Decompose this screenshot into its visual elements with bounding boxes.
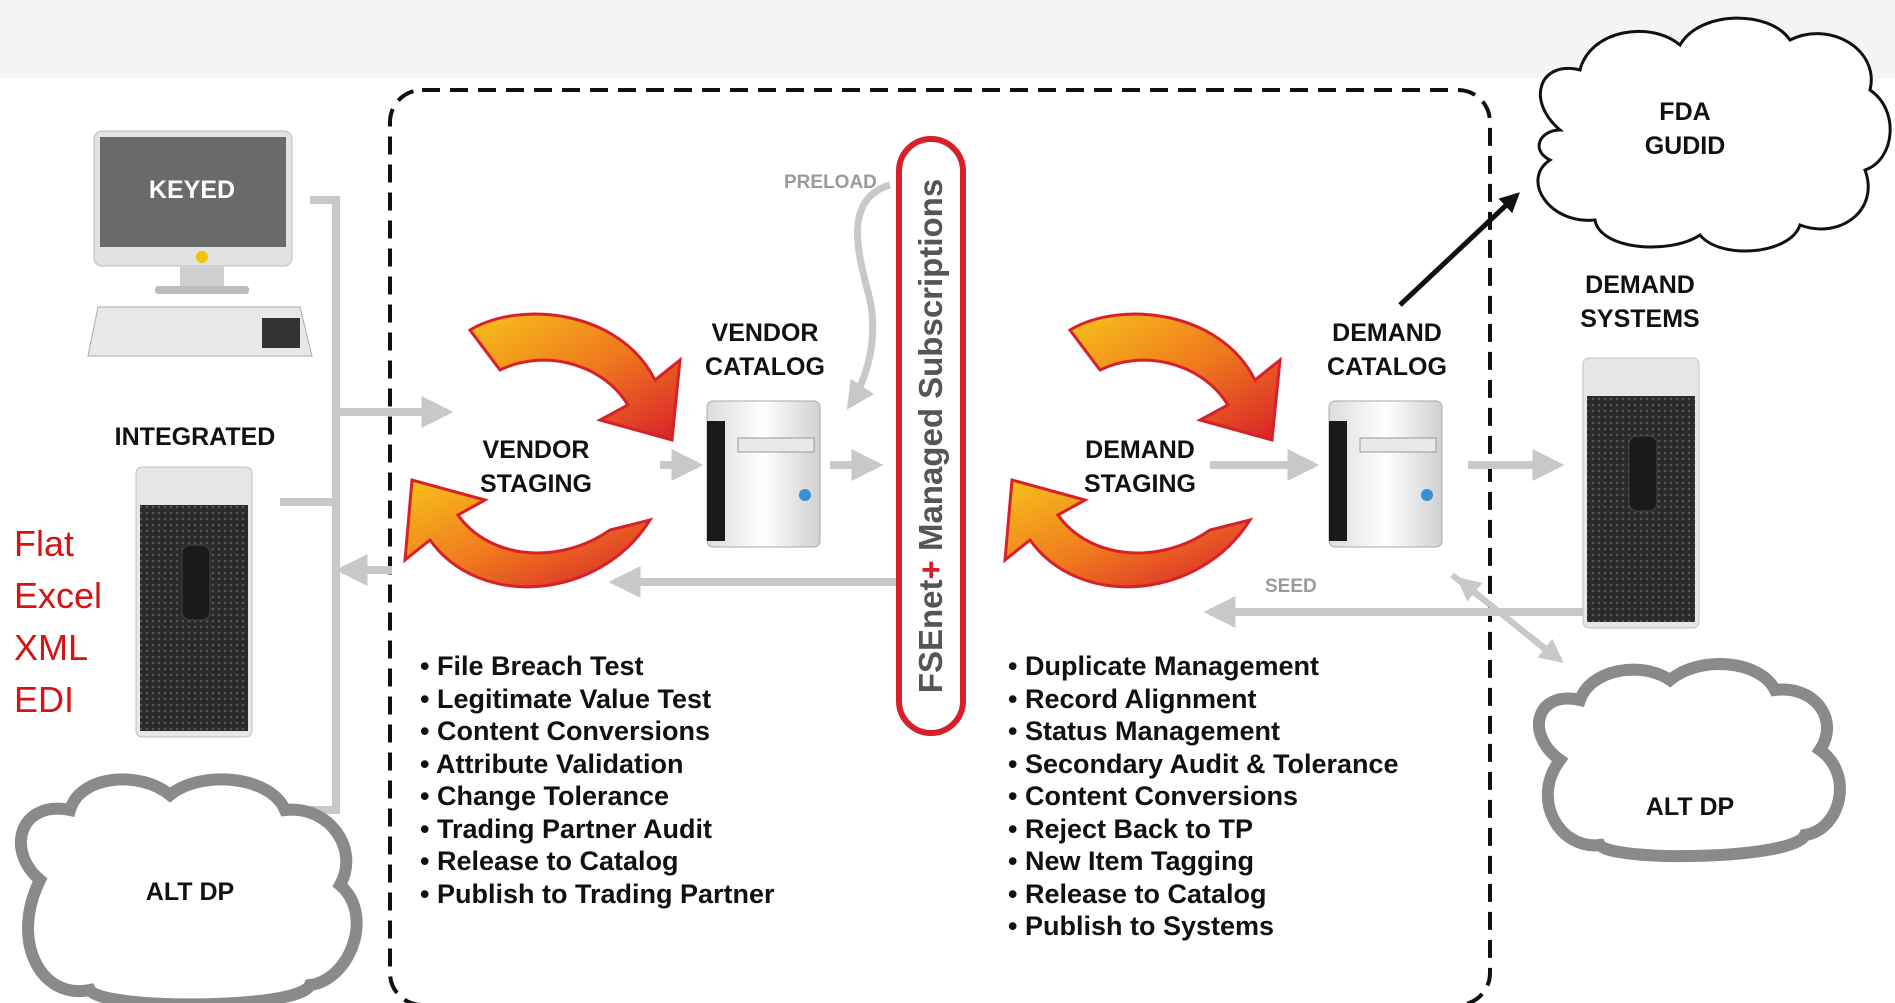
alt-dp-right-cloud <box>1532 658 1846 863</box>
subscriptions-pill <box>896 136 966 736</box>
fda-gudid-cloud <box>1536 16 1892 253</box>
list-item: Reject Back to TP <box>1008 813 1399 846</box>
demand-systems-line1: DEMAND <box>1585 271 1695 299</box>
demand-staging-line2: STAGING <box>1083 470 1197 498</box>
subscriptions-prefix: FSEnet <box>912 579 949 694</box>
alt-dp-right-label: ALT DP <box>1645 793 1735 821</box>
list-item: Secondary Audit & Tolerance <box>1008 748 1399 781</box>
demand-staging-label: DEMAND STAGING <box>1060 433 1220 501</box>
arrow-to-fda <box>1398 192 1520 307</box>
demand-systems-line2: SYSTEMS <box>1580 305 1700 333</box>
fda-line2: GUDID <box>1644 132 1726 160</box>
subscriptions-label: FSEnet+ Managed Subscriptions <box>906 136 956 736</box>
vendor-staging-cycle-icon <box>403 312 682 589</box>
seed-label: SEED <box>1265 576 1317 597</box>
list-item: Duplicate Management <box>1008 650 1399 683</box>
keyed-label: KEYED <box>148 176 236 204</box>
format-edi: EDI <box>14 679 75 720</box>
demand-checks-list: Duplicate Management Record Alignment St… <box>1008 650 1399 943</box>
vendor-staging-line1: VENDOR <box>482 436 590 464</box>
list-item: Content Conversions <box>420 715 775 748</box>
vendor-staging-label: VENDOR STAGING <box>456 433 616 501</box>
top-band <box>0 0 1895 78</box>
fda-gudid-label: FDA GUDID <box>1625 95 1745 163</box>
demand-catalog-line2: CATALOG <box>1327 353 1447 381</box>
list-item: Legitimate Value Test <box>420 683 775 716</box>
format-xml: XML <box>14 627 89 668</box>
demand-catalog-server-icon <box>1328 400 1443 548</box>
list-item: Change Tolerance <box>420 780 775 813</box>
vendor-catalog-line1: VENDOR <box>711 319 819 347</box>
list-item: Release to Catalog <box>420 845 775 878</box>
demand-systems-tower-icon <box>1582 357 1700 629</box>
list-item: Trading Partner Audit <box>420 813 775 846</box>
vendor-catalog-server-icon <box>706 400 821 548</box>
source-bracket <box>280 196 340 814</box>
list-item: Attribute Validation <box>420 748 775 781</box>
format-excel: Excel <box>14 575 103 616</box>
list-item: Release to Catalog <box>1008 878 1399 911</box>
alt-dp-left-label: ALT DP <box>145 878 235 906</box>
list-item: Publish to Trading Partner <box>420 878 775 911</box>
platform-boundary <box>388 88 1492 1003</box>
arrow-from-alt-dp-right <box>1456 576 1554 658</box>
vendor-staging-line2: STAGING <box>479 470 593 498</box>
list-item: Record Alignment <box>1008 683 1399 716</box>
demand-staging-line1: DEMAND <box>1085 436 1195 464</box>
alt-dp-left-cloud <box>14 773 363 1003</box>
list-item: File Breach Test <box>420 650 775 683</box>
list-item: Status Management <box>1008 715 1399 748</box>
vendor-catalog-label: VENDOR CATALOG <box>690 316 840 384</box>
list-item: Publish to Systems <box>1008 910 1399 943</box>
demand-catalog-line1: DEMAND <box>1332 319 1442 347</box>
vendor-checks-list: File Breach Test Legitimate Value Test C… <box>420 650 775 910</box>
subscriptions-plus: + <box>912 560 949 580</box>
list-item: Content Conversions <box>1008 780 1399 813</box>
integrated-tower-icon <box>135 466 253 738</box>
demand-catalog-label: DEMAND CATALOG <box>1312 316 1462 384</box>
preload-arrow <box>846 181 892 410</box>
format-flat: Flat <box>14 523 75 564</box>
preload-label: PRELOAD <box>784 172 877 193</box>
format-list: Flat Excel XML EDI <box>14 518 102 726</box>
list-item: New Item Tagging <box>1008 845 1399 878</box>
subscriptions-suffix: Managed Subscriptions <box>912 178 949 561</box>
demand-systems-label: DEMAND SYSTEMS <box>1560 268 1720 336</box>
fda-line1: FDA <box>1659 98 1711 126</box>
integrated-label: INTEGRATED <box>114 423 276 451</box>
vendor-catalog-line2: CATALOG <box>705 353 825 381</box>
demand-staging-cycle-icon <box>1003 312 1282 589</box>
keyed-computer-icon <box>87 130 313 357</box>
